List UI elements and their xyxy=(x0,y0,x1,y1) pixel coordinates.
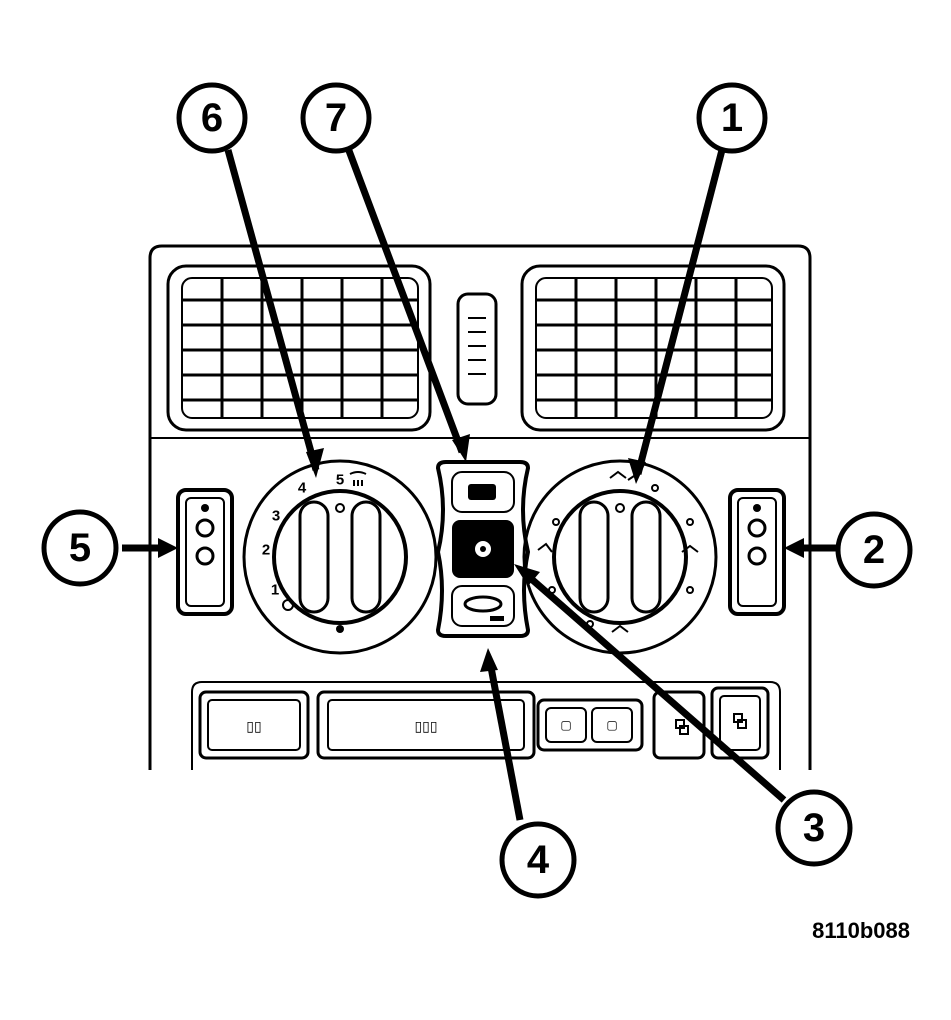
instrument-bezel xyxy=(148,244,812,770)
figure-id-label: 8110b088 xyxy=(812,918,910,943)
callout-1-label: 1 xyxy=(721,96,743,140)
center-button-cluster xyxy=(435,460,531,638)
blower-position-1: 1 xyxy=(271,582,279,599)
arrowhead-7 xyxy=(452,434,470,462)
recirculation-icon xyxy=(463,595,503,613)
mix-mode-icon xyxy=(681,544,699,553)
vent-thumbwheel xyxy=(456,292,498,406)
lower-left-button[interactable]: ▯▯ xyxy=(198,690,310,760)
callout-6: 6 xyxy=(176,82,248,154)
callout-4-label: 4 xyxy=(527,838,550,882)
callout-7-label: 7 xyxy=(325,96,347,140)
arrowhead-6 xyxy=(306,448,324,478)
blower-position-3: 3 xyxy=(272,508,280,525)
arrowhead-4 xyxy=(480,648,498,672)
callout-3-label: 3 xyxy=(803,806,825,850)
small-button-b-label: ▢ xyxy=(606,718,617,732)
lower-left-button-label: ▯▯ xyxy=(246,718,261,734)
fan-icon xyxy=(282,599,294,611)
defrost-icon xyxy=(349,471,367,486)
callout-5-label: 5 xyxy=(69,526,91,570)
mode-control-dial[interactable] xyxy=(522,459,718,655)
ac-button[interactable] xyxy=(452,520,514,578)
callout-5: 5 xyxy=(41,509,119,587)
blower-position-2: 2 xyxy=(262,542,270,559)
arrowhead-3 xyxy=(514,564,540,586)
callout-4: 4 xyxy=(499,821,577,899)
panel-mode-icon xyxy=(537,542,553,553)
lower-center-button[interactable]: ▯▯▯ xyxy=(316,690,536,760)
blower-position-4: 4 xyxy=(298,480,307,497)
defrost-mode-icon xyxy=(609,470,635,481)
recirculation-button[interactable] xyxy=(451,585,515,627)
right-heated-seat-switch[interactable] xyxy=(728,488,786,616)
blower-control-dial[interactable]: 1 2 3 4 5 xyxy=(242,459,438,655)
arrowhead-1 xyxy=(628,458,646,484)
arrowhead-5 xyxy=(158,538,178,558)
left-heated-seat-switch[interactable] xyxy=(176,488,234,616)
lower-center-button-label: ▯▯▯ xyxy=(414,718,437,734)
callout-6-label: 6 xyxy=(201,96,223,140)
lower-pair-buttons[interactable]: ▢ ▢ xyxy=(536,698,644,752)
rear-defrost-icon xyxy=(468,484,496,500)
callout-7: 7 xyxy=(300,82,372,154)
arrowhead-2 xyxy=(784,538,804,558)
blower-position-5: 5 xyxy=(336,472,344,489)
rear-defrost-button[interactable] xyxy=(451,471,515,513)
callout-1: 1 xyxy=(696,82,768,154)
small-button-a-label: ▢ xyxy=(560,718,571,732)
lower-switch-bank: ▯▯ ▯▯▯ ▢ ▢ xyxy=(198,686,770,760)
callout-2: 2 xyxy=(835,511,913,589)
leader-lines xyxy=(122,146,836,821)
callout-3: 3 xyxy=(775,789,853,867)
callout-2-label: 2 xyxy=(863,528,885,572)
floor-mode-icon xyxy=(611,624,629,633)
